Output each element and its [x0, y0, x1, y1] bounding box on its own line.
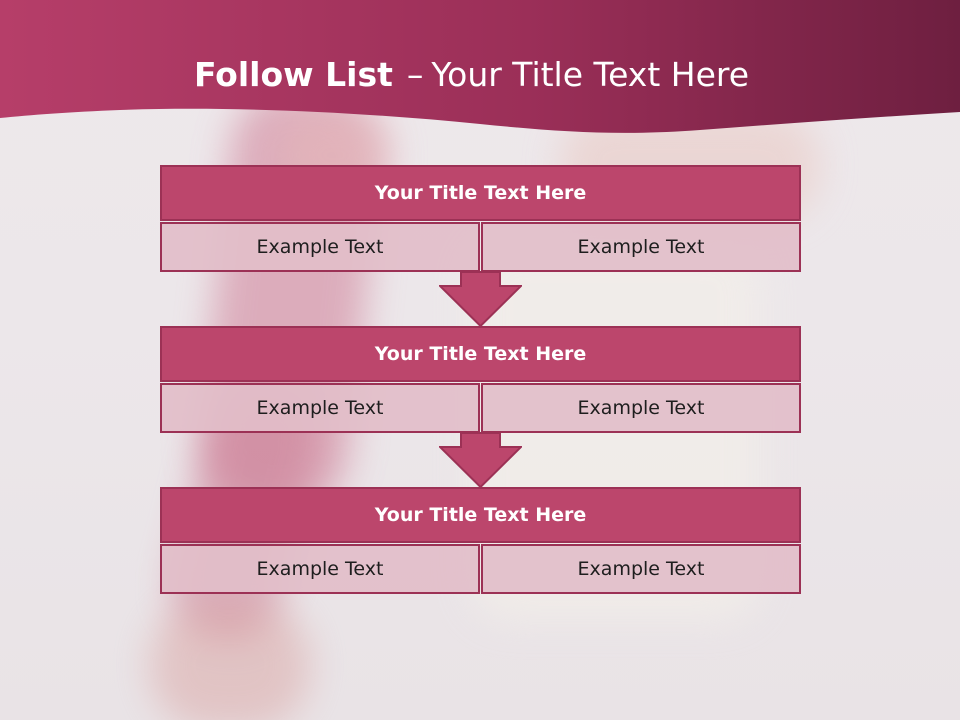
block-cell-right: Example Text: [481, 222, 801, 272]
block-cell-right: Example Text: [481, 544, 801, 594]
list-block-1: Your Title Text Here Example Text Exampl…: [160, 165, 801, 272]
slide-title: Follow List–Your Title Text Here: [0, 52, 943, 98]
block-cell-left: Example Text: [160, 222, 480, 272]
slide-title-separator: –: [406, 55, 424, 94]
down-arrow-icon: [439, 432, 522, 488]
block-cell-left: Example Text: [160, 383, 480, 433]
block-title: Your Title Text Here: [160, 165, 801, 221]
list-block-2: Your Title Text Here Example Text Exampl…: [160, 326, 801, 433]
header-band: [0, 0, 960, 133]
down-arrow-icon: [439, 271, 522, 327]
block-cell-right: Example Text: [481, 383, 801, 433]
slide-title-bold: Follow List: [193, 55, 393, 94]
block-cells: Example Text Example Text: [160, 544, 801, 594]
block-cells: Example Text Example Text: [160, 222, 801, 272]
block-title: Your Title Text Here: [160, 487, 801, 543]
slide-title-rest: Your Title Text Here: [431, 55, 750, 94]
block-cells: Example Text Example Text: [160, 383, 801, 433]
list-block-3: Your Title Text Here Example Text Exampl…: [160, 487, 801, 594]
block-cell-left: Example Text: [160, 544, 480, 594]
block-title: Your Title Text Here: [160, 326, 801, 382]
